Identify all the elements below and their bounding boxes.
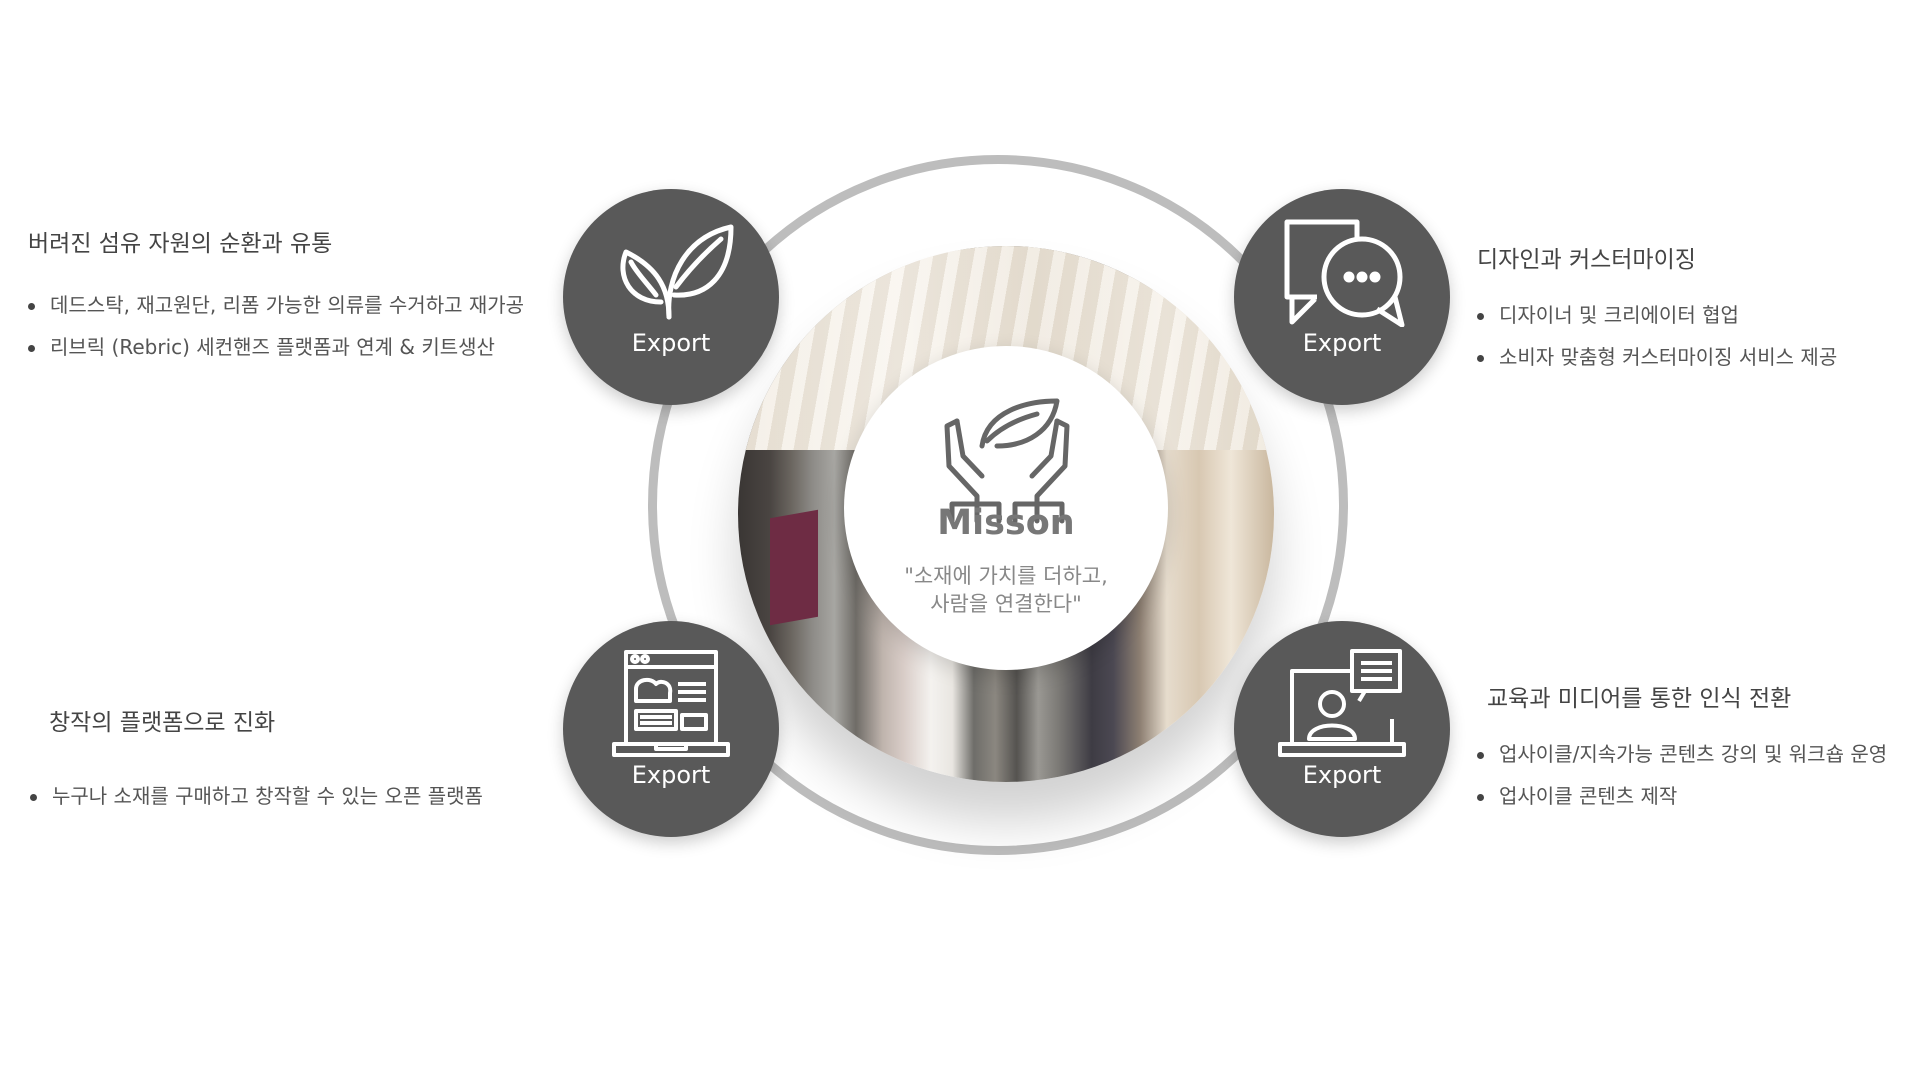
block-title: 교육과 미디어를 통한 인식 전환: [1487, 686, 1792, 712]
text-block-education: 교육과 미디어를 통한 인식 전환 업사이클/지속가능 콘텐츠 강의 및 워크숍…: [1477, 679, 1887, 817]
mission-quote: "소재에 가치를 더하고, 사람을 연결한다": [844, 562, 1168, 618]
block-title: 버려진 섬유 자원의 순환과 유통: [28, 231, 333, 257]
text-block-platform: 창작의 플랫폼으로 진화 누구나 소재를 구매하고 창작할 수 있는 오픈 플랫…: [30, 703, 483, 817]
outer-ring: [648, 155, 1348, 855]
node-label: Export: [1302, 761, 1382, 789]
block-title: 디자인과 커스터마이징: [1477, 247, 1696, 273]
text-block-design: 디자인과 커스터마이징 디자이너 및 크리에이터 협업 소비자 맞춤형 커스터마…: [1477, 240, 1837, 378]
node-label: Export: [631, 329, 711, 357]
quote-line: 사람을 연결한다": [930, 592, 1082, 616]
list-item: 디자이너 및 크리에이터 협업: [1477, 294, 1837, 336]
node-circle-bottom-left: Export: [563, 621, 779, 837]
web-platform-icon: [612, 650, 730, 757]
node-circle-bottom-right: Export: [1234, 621, 1450, 837]
block-title: 창작의 플랫폼으로 진화: [49, 710, 276, 736]
online-education-icon: [1278, 649, 1406, 757]
chat-bubbles-icon: [1284, 219, 1405, 327]
mission-circle: Misson "소재에 가치를 더하고, 사람을 연결한다": [844, 346, 1168, 670]
node-circle-top-left: Export: [563, 189, 779, 405]
list-item: 업사이클/지속가능 콘텐츠 강의 및 워크숍 운영: [1477, 733, 1887, 775]
quote-line: "소재에 가치를 더하고,: [904, 564, 1108, 588]
hands-leaf-icon: [944, 398, 1070, 524]
node-circle-top-right: Export: [1234, 189, 1450, 405]
list-item: 누구나 소재를 구매하고 창작할 수 있는 오픈 플랫폼: [30, 775, 483, 817]
leaf-sprout-icon: [620, 224, 734, 320]
node-label: Export: [1302, 329, 1382, 357]
list-item: 데드스탁, 재고원단, 리폼 가능한 의류를 수거하고 재가공: [28, 284, 524, 326]
mission-title: Misson: [937, 503, 1075, 543]
node-label: Export: [631, 761, 711, 789]
list-item: 업사이클 콘텐츠 제작: [1477, 775, 1887, 817]
list-item: 리브릭 (Rebric) 세컨핸즈 플랫폼과 연계 & 키트생산: [28, 326, 524, 368]
fabric-rolls-photo: [738, 246, 1274, 782]
text-block-resources: 버려진 섬유 자원의 순환과 유통 데드스탁, 재고원단, 리폼 가능한 의류를…: [28, 224, 524, 368]
list-item: 소비자 맞춤형 커스터마이징 서비스 제공: [1477, 336, 1837, 378]
